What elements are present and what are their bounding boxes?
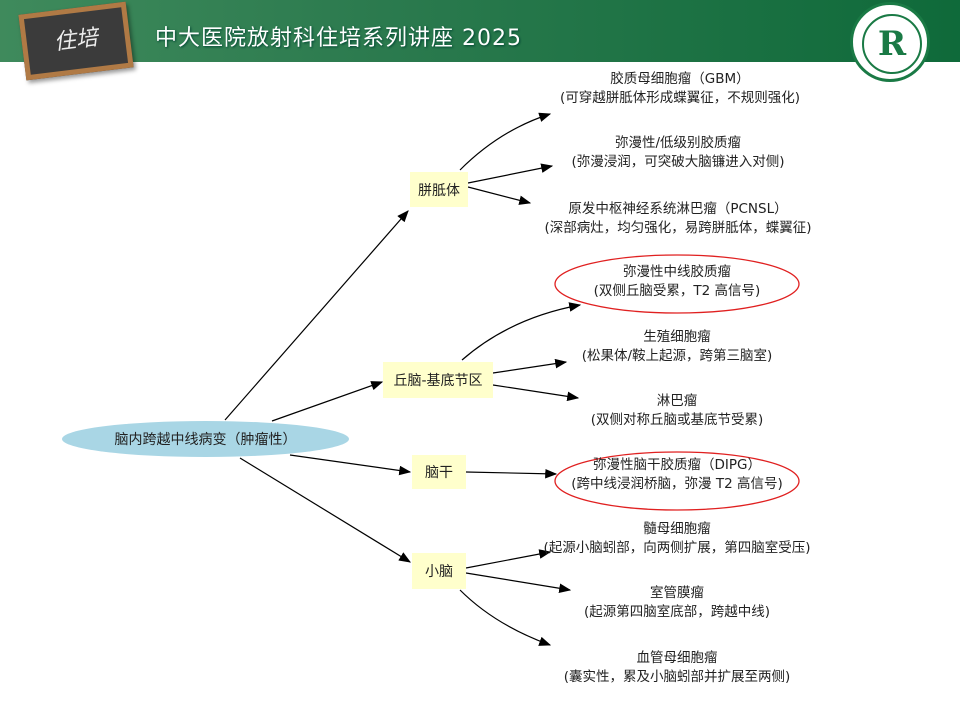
arrow-gbm [459, 112, 552, 171]
arrow-dmg [461, 302, 582, 361]
leaf-medulloblastoma: 髓母细胞瘤(起源小脑蚓部，向两侧扩展，第四脑室受压) [543, 521, 811, 556]
slide-title: 中大医院放射科住培系列讲座 2025 [155, 26, 522, 51]
arrow-pcnsl [467, 186, 532, 205]
arrow-ependymoma [465, 572, 572, 593]
header-bar [0, 0, 960, 62]
arrow-medullo [465, 549, 552, 569]
arrow-root-brainstem [289, 454, 412, 476]
leaf-pcnsl: 原发中枢神经系统淋巴瘤（PCNSL）(深部病灶，均匀强化，易跨胼胝体，蝶翼征) [544, 201, 812, 236]
hospital-logo: R [850, 2, 930, 82]
logo-letter: R [862, 14, 922, 74]
leaf-ependymoma: 室管膜瘤(起源第四脑室底部，跨越中线) [583, 585, 771, 620]
arrow-root-cerebellum [239, 457, 412, 563]
branch-brainstem: 脑干 [412, 455, 466, 489]
leaf-low-grade-glioma: 弥漫性/低级别胶质瘤(弥漫浸润，可突破大脑镰进入对侧) [571, 135, 785, 170]
branch-thalamus-basal-ganglia: 丘脑-基底节区 [383, 362, 493, 398]
arrow-hemangio [459, 589, 552, 646]
leaf-gbm: 胶质母细胞瘤（GBM）(可穿越胼胝体形成蝶翼征，不规则强化) [559, 71, 801, 106]
arrow-lgg [467, 163, 554, 184]
branch-corpus-callosum: 胼胝体 [410, 172, 468, 207]
arrow-root-callosum [224, 210, 409, 421]
leaf-dipg: 弥漫性脑干胶质瘤（DIPG）(跨中线浸润桥脑，弥漫 T2 高信号) [571, 457, 783, 492]
arrow-lymphoma [492, 384, 580, 402]
leaf-hemangioblastoma: 血管母细胞瘤(囊实性，累及小脑蚓部并扩展至两侧) [563, 650, 791, 685]
leaf-lymphoma: 淋巴瘤(双侧对称丘脑或基底节受累) [590, 393, 764, 428]
highlight-circle-dmg [554, 254, 800, 314]
leaf-midline-glioma: 弥漫性中线胶质瘤(双侧丘脑受累，T2 高信号) [593, 264, 761, 299]
leaf-germinoma: 生殖细胞瘤(松果体/鞍上起源，跨第三脑室) [581, 329, 773, 364]
root-node: 脑内跨越中线病变（肿瘤性） [62, 421, 349, 457]
arrow-root-thalamus [271, 381, 384, 422]
highlight-circle-dipg [554, 451, 800, 511]
arrow-dipg [465, 468, 558, 479]
branch-cerebellum: 小脑 [412, 553, 466, 589]
arrow-germinoma [492, 358, 568, 374]
